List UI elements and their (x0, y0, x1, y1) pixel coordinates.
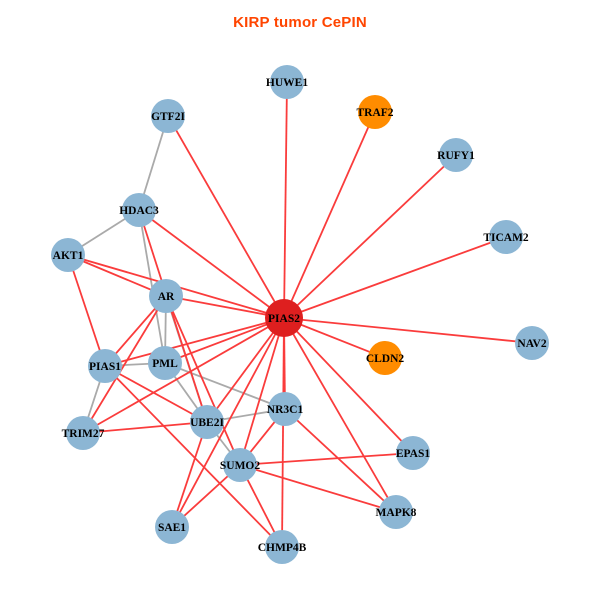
node-circle-NAV2[interactable] (515, 326, 549, 360)
edge-PIAS1-CHMP4B (104, 365, 283, 548)
edge-SUMO2-MAPK8 (239, 464, 397, 513)
node-MAPK8[interactable]: MAPK8 (376, 495, 417, 529)
edge-PIAS2-NAV2 (283, 317, 533, 344)
node-TRIM27[interactable]: TRIM27 (62, 416, 105, 450)
edge-PIAS2-TRIM27 (82, 317, 285, 434)
node-circle-SUMO2[interactable] (223, 448, 257, 482)
edge-SUMO2-EPAS1 (239, 452, 414, 466)
edge-AR-SUMO2 (165, 295, 241, 466)
node-circle-RUFY1[interactable] (439, 138, 473, 172)
node-circle-MAPK8[interactable] (379, 495, 413, 529)
node-circle-HUWE1[interactable] (270, 65, 304, 99)
node-circle-PML[interactable] (148, 346, 182, 380)
node-circle-AR[interactable] (149, 279, 183, 313)
edge-PIAS1-UBE2I (104, 365, 208, 423)
edge-PIAS2-EPAS1 (283, 317, 414, 454)
node-PIAS1[interactable]: PIAS1 (88, 349, 122, 383)
node-CLDN2[interactable]: CLDN2 (366, 341, 405, 375)
node-circle-PIAS1[interactable] (88, 349, 122, 383)
node-circle-HDAC3[interactable] (122, 193, 156, 227)
edge-PIAS2-PIAS1 (104, 317, 285, 367)
node-circle-AKT1[interactable] (51, 238, 85, 272)
edge-PIAS2-HUWE1 (283, 81, 288, 319)
edge-PIAS2-MAPK8 (283, 317, 397, 513)
node-EPAS1[interactable]: EPAS1 (396, 436, 431, 470)
node-CHMP4B[interactable]: CHMP4B (258, 530, 307, 564)
edge-PIAS2-HDAC3 (138, 209, 285, 319)
edge-NR3C1-MAPK8 (284, 408, 397, 513)
edge-AR-TRIM27 (82, 295, 167, 434)
edge-PIAS2-TICAM2 (283, 236, 507, 319)
edge-PIAS2-SAE1 (171, 317, 285, 528)
node-circle-PIAS2[interactable] (265, 299, 303, 337)
node-AR[interactable]: AR (149, 279, 183, 313)
node-circle-TICAM2[interactable] (489, 220, 523, 254)
node-circle-CHMP4B[interactable] (265, 530, 299, 564)
edge-PIAS2-SUMO2 (239, 317, 285, 466)
node-circle-CLDN2[interactable] (368, 341, 402, 375)
edge-PML-NR3C1 (164, 362, 286, 410)
node-circle-UBE2I[interactable] (190, 405, 224, 439)
node-TRAF2[interactable]: TRAF2 (356, 95, 394, 129)
edge-AKT1-AR (67, 254, 167, 297)
node-circle-TRIM27[interactable] (66, 416, 100, 450)
node-GTF2I[interactable]: GTF2I (151, 99, 185, 133)
edge-AKT1-PIAS1 (67, 254, 106, 367)
edge-TRIM27-UBE2I (82, 421, 208, 434)
edge-PIAS2-CHMP4B (281, 317, 285, 548)
node-NAV2[interactable]: NAV2 (515, 326, 549, 360)
edge-PIAS2-RUFY1 (283, 154, 457, 319)
edge-PIAS2-TRAF2 (283, 111, 376, 319)
node-HUWE1[interactable]: HUWE1 (266, 65, 308, 99)
edge-PIAS2-AR (165, 295, 285, 319)
node-circle-SAE1[interactable] (155, 510, 189, 544)
node-circle-GTF2I[interactable] (151, 99, 185, 133)
chart-title: KIRP tumor CePIN (233, 14, 367, 31)
node-circle-EPAS1[interactable] (396, 436, 430, 470)
edge-PIAS2-UBE2I (206, 317, 285, 423)
node-PML[interactable]: PML (148, 346, 182, 380)
node-TICAM2[interactable]: TICAM2 (483, 220, 529, 254)
node-SAE1[interactable]: SAE1 (155, 510, 189, 544)
edge-HDAC3-UBE2I (138, 209, 208, 423)
node-HDAC3[interactable]: HDAC3 (119, 193, 159, 227)
edge-PIAS2-PML (164, 317, 285, 364)
node-circle-NR3C1[interactable] (268, 392, 302, 426)
node-UBE2I[interactable]: UBE2I (190, 405, 224, 439)
node-AKT1[interactable]: AKT1 (51, 238, 85, 272)
node-PIAS2[interactable]: PIAS2 (265, 299, 303, 337)
node-circle-TRAF2[interactable] (358, 95, 392, 129)
edge-UBE2I-SAE1 (171, 421, 208, 528)
edge-PIAS2-GTF2I (167, 115, 285, 319)
